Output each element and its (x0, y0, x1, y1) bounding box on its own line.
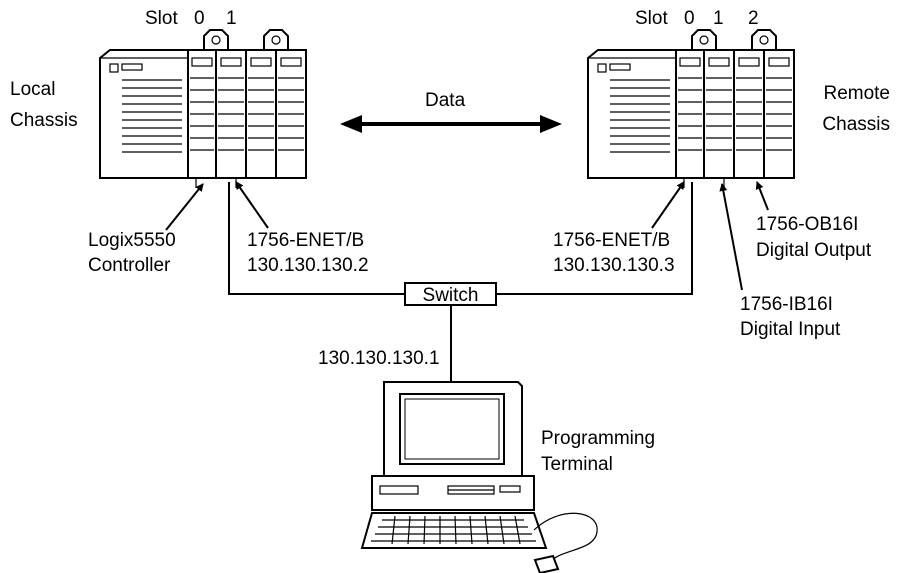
local-chassis-label-2: Chassis (10, 110, 78, 131)
terminal-label-2: Terminal (541, 454, 613, 475)
local-chassis (99, 29, 307, 188)
computer-base (371, 475, 535, 511)
remote-slot-0: 0 (684, 8, 695, 29)
controller-pointer (165, 183, 204, 231)
local-mount-tab-1 (203, 29, 229, 51)
local-slot-1: 1 (226, 8, 237, 29)
programming-terminal (360, 381, 598, 573)
input-module-model: 1756-IB16I (740, 294, 833, 315)
switch-label: Switch (423, 285, 479, 306)
local-slot-label: Slot (145, 8, 178, 29)
remote-chassis (587, 29, 795, 188)
remote-enet-model: 1756-ENET/B (553, 230, 670, 251)
output-module-model: 1756-OB16I (756, 214, 858, 235)
remote-module-lines (678, 57, 792, 151)
local-chassis-vents (122, 79, 182, 153)
output-module-desc: Digital Output (756, 240, 872, 261)
remote-slot-2: 2 (748, 8, 759, 29)
keyboard-keys (371, 515, 536, 545)
remote-slot-1: 1 (713, 8, 724, 29)
data-label: Data (425, 90, 466, 111)
local-enet-pointer (235, 181, 269, 229)
local-slot-0: 0 (194, 8, 205, 29)
remote-enet-ip: 130.130.130.3 (553, 255, 675, 276)
mouse-cord (533, 512, 598, 565)
remote-cable (496, 182, 693, 295)
remote-chassis-label-1: Remote (823, 83, 890, 104)
keyboard (360, 512, 548, 549)
local-enet-model: 1756-ENET/B (247, 230, 364, 251)
mouse-icon (533, 554, 560, 573)
local-cable (228, 182, 405, 295)
terminal-ip: 130.130.130.1 (318, 348, 440, 369)
input-pointer (719, 183, 743, 291)
data-arrow-left (340, 115, 362, 133)
input-module-desc: Digital Input (740, 319, 841, 340)
remote-enet-pointer (651, 181, 685, 229)
local-module-lines (190, 57, 304, 151)
output-pointer (755, 181, 769, 211)
remote-mount-tab-2 (751, 29, 777, 51)
local-chassis-label-1: Local (10, 79, 55, 100)
controller-label-2: Controller (88, 255, 171, 276)
remote-chassis-label-2: Chassis (822, 114, 890, 135)
remote-slot-label: Slot (635, 8, 668, 29)
remote-mount-tab-1 (691, 29, 717, 51)
data-arrow-right (540, 115, 562, 133)
switch-box (404, 282, 497, 306)
local-mount-tab-2 (263, 29, 289, 51)
local-enet-ip: 130.130.130.2 (247, 255, 369, 276)
remote-chassis-vents (610, 79, 670, 153)
controller-label-1: Logix5550 (88, 230, 176, 251)
terminal-label-1: Programming (541, 428, 655, 449)
